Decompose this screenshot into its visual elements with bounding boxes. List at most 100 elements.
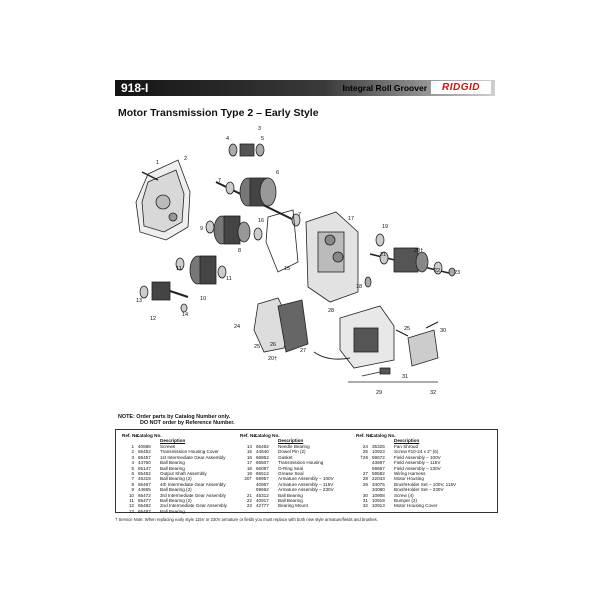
cell-desc: Screw (4) [394,492,414,498]
header-ref: Ref. No. [122,433,140,438]
callout: 11 [226,276,232,282]
table-header: Ref. No.Catalog No.Description [240,433,360,444]
cell-desc: Dowel Pin (2) [278,449,306,455]
cell-ref: 9 [131,487,134,493]
order-note-line2: DO NOT order by Reference Number. [140,420,235,427]
cell-cat: 22043 [372,476,385,482]
cell-ref: 20† [244,476,252,482]
callout: 31 [402,374,408,380]
cell-ref: 15 [246,449,252,455]
cell-desc: O-Ring Seal [278,465,304,471]
callout: 22 [434,268,440,274]
cell-cat: 65452 [138,449,151,455]
header-desc: Description [278,438,304,444]
cell-desc: Ball Bearing [278,492,303,498]
callout: 15 [284,266,290,272]
cell-cat: 59957 [256,476,269,482]
header-ref: Ref. No. [356,433,374,438]
callout: 9 [200,226,203,232]
cell-desc: Field Assembly – 100V [394,454,441,460]
cell-cat: 65472 [138,492,151,498]
cell-desc: Wiring Harness [394,470,426,476]
cell-desc: Fan Shroud [394,444,419,449]
callout: 11 [176,266,182,272]
cell-desc: Motor Housing [394,476,424,482]
model-number: 918-I [121,81,149,95]
cell-ref: 27 [362,470,368,476]
cell-ref: 11 [129,497,134,503]
cell-desc: Ball Bearing (2) [160,487,192,493]
service-footnote: † Service Note: When replacing early sty… [115,517,378,522]
callout: 7 [218,178,221,184]
callout: 26 [270,342,276,348]
callout: 5 [261,136,264,142]
cell-cat: 40917 [256,497,269,503]
cell-ref: 1 [131,444,134,449]
cell-desc: Ball Bearing (2) [160,497,192,503]
cell-cat: 65477 [138,497,151,503]
table-header: Ref. No.Catalog No.Description [356,433,496,444]
cell-ref: 22 [246,497,252,503]
cell-ref: 24 [362,444,368,449]
cell-cat: 45315 [138,476,151,482]
cell-desc: 3rd Intermediate Gear Assembly [160,492,226,498]
brand-logo: RIDGID [431,81,491,94]
cell-cat: 65492 [256,444,269,449]
cell-desc: Armature Assembly – 100V [278,476,334,482]
cell-cat: 65507 [256,460,269,466]
cell-desc: BrushHolder Set – 230V [394,487,444,493]
cell-desc: Field Assembly – 230V [394,465,441,471]
cell-desc: Ball Bearing [278,497,303,503]
cell-cat: 42777 [256,503,269,509]
callout: 20† [414,248,423,254]
cell-ref: 21 [246,492,252,498]
header-cat: Catalog No. [370,433,396,438]
callout: 4 [226,136,229,142]
callout: 7 [298,212,301,218]
callout: 27 [300,348,306,354]
cell-cat: 40685 [138,444,151,449]
cell-cat: 65462 [138,470,151,476]
cell-cat: 66087 [256,465,269,471]
cell-cat: 65482 [138,503,151,509]
cell-cat: 35325 [372,444,385,449]
cell-cat: 65147 [138,465,151,471]
cell-cat: 44760 [138,460,151,466]
table-header: Ref. No.Catalog No.Description [122,433,242,444]
callout: 23 [454,270,460,276]
callout: 30 [440,328,446,334]
table-row: 22 40917 Ball Bearing [240,498,360,503]
cell-cat: 66862 [256,454,269,460]
callout: 8 [238,248,241,254]
cell-cat: 59662 [256,487,269,493]
cell-ref: 5 [131,465,134,471]
cell-ref: 14 [246,444,252,449]
cell-desc: Motor Housing Cover [394,503,438,509]
callout: 16 [258,218,264,224]
cell-desc: Bumper (2) [394,497,417,503]
header-cat: Catalog No. [254,433,280,438]
cell-ref: 13 [128,508,134,514]
cell-desc: Field Assembly – 115V [394,460,441,466]
cell-ref: 28 [362,476,368,482]
header-desc: Description [160,438,186,444]
cell-ref: 29 [362,481,368,487]
order-note-line1: NOTE: Order parts by Catalog Number only… [118,414,231,420]
